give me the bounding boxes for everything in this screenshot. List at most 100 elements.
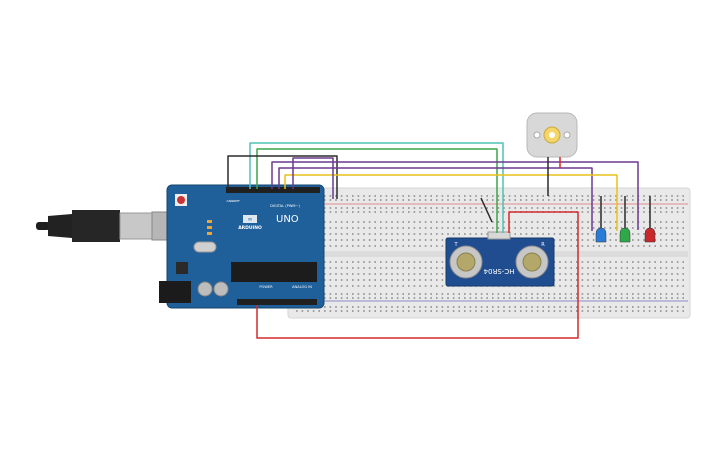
breadboard-hole[interactable] [508, 310, 511, 312]
breadboard-hole[interactable] [436, 245, 438, 247]
breadboard-hole[interactable] [385, 273, 388, 275]
breadboard-hole[interactable] [368, 207, 371, 209]
breadboard-hole[interactable] [447, 297, 449, 299]
breadboard-hole[interactable] [665, 227, 668, 229]
breadboard-hole[interactable] [654, 279, 656, 281]
breadboard-hole[interactable] [632, 285, 634, 287]
breadboard-hole[interactable] [564, 293, 567, 295]
breadboard-hole[interactable] [396, 261, 399, 263]
breadboard-hole[interactable] [436, 267, 438, 269]
breadboard-hole[interactable] [424, 285, 427, 287]
breadboard-hole[interactable] [368, 273, 371, 275]
breadboard-hole[interactable] [475, 310, 477, 312]
breadboard-hole[interactable] [335, 199, 337, 201]
breadboard-hole[interactable] [430, 227, 432, 229]
breadboard-hole[interactable] [665, 211, 668, 213]
breadboard-hole[interactable] [363, 285, 365, 287]
breadboard-hole[interactable] [424, 233, 427, 235]
breadboard-hole[interactable] [559, 239, 561, 241]
breadboard-hole[interactable] [609, 245, 612, 247]
breadboard-hole[interactable] [324, 207, 326, 209]
breadboard-hole[interactable] [609, 233, 612, 235]
breadboard-hole[interactable] [525, 297, 528, 299]
breadboard-hole[interactable] [329, 199, 332, 201]
breadboard-hole[interactable] [335, 211, 337, 213]
breadboard-hole[interactable] [424, 211, 427, 213]
breadboard-hole[interactable] [587, 195, 589, 197]
breadboard-hole[interactable] [413, 221, 416, 223]
breadboard-hole[interactable] [469, 227, 472, 229]
breadboard-hole[interactable] [368, 245, 371, 247]
breadboard-hole[interactable] [458, 306, 460, 308]
breadboard-hole[interactable] [419, 285, 421, 287]
breadboard-hole[interactable] [665, 239, 668, 241]
breadboard-hole[interactable] [570, 199, 572, 201]
breadboard-hole[interactable] [637, 245, 640, 247]
breadboard-hole[interactable] [497, 306, 500, 308]
breadboard-hole[interactable] [329, 267, 332, 269]
breadboard-hole[interactable] [559, 199, 561, 201]
breadboard-hole[interactable] [520, 199, 522, 201]
breadboard-hole[interactable] [452, 221, 455, 223]
breadboard-hole[interactable] [503, 310, 505, 312]
breadboard-hole[interactable] [660, 293, 662, 295]
breadboard-hole[interactable] [536, 293, 539, 295]
breadboard-hole[interactable] [374, 211, 376, 213]
breadboard-hole[interactable] [447, 293, 449, 295]
breadboard-hole[interactable] [396, 310, 399, 312]
breadboard-hole[interactable] [380, 199, 382, 201]
breadboard-hole[interactable] [609, 297, 612, 299]
breadboard-hole[interactable] [396, 233, 399, 235]
breadboard-hole[interactable] [548, 233, 550, 235]
breadboard-hole[interactable] [564, 221, 567, 223]
breadboard-hole[interactable] [676, 261, 679, 263]
breadboard-hole[interactable] [671, 207, 673, 209]
breadboard-hole[interactable] [609, 267, 612, 269]
breadboard-hole[interactable] [643, 267, 645, 269]
breadboard-hole[interactable] [346, 273, 348, 275]
breadboard-hole[interactable] [408, 293, 410, 295]
breadboard-hole[interactable] [676, 297, 679, 299]
breadboard-hole[interactable] [548, 195, 550, 197]
breadboard-hole[interactable] [368, 279, 371, 281]
breadboard-hole[interactable] [615, 306, 617, 308]
breadboard-hole[interactable] [520, 221, 522, 223]
breadboard-hole[interactable] [346, 207, 348, 209]
breadboard-hole[interactable] [615, 233, 617, 235]
breadboard-hole[interactable] [374, 195, 376, 197]
breadboard-hole[interactable] [576, 273, 578, 275]
breadboard-hole[interactable] [620, 261, 623, 263]
breadboard-hole[interactable] [637, 306, 640, 308]
breadboard-hole[interactable] [682, 233, 684, 235]
breadboard-hole[interactable] [368, 310, 371, 312]
breadboard-hole[interactable] [458, 310, 460, 312]
breadboard-hole[interactable] [357, 195, 360, 197]
breadboard-hole[interactable] [396, 221, 399, 223]
breadboard-hole[interactable] [525, 207, 528, 209]
breadboard-hole[interactable] [346, 297, 348, 299]
breadboard-hole[interactable] [620, 227, 623, 229]
breadboard-hole[interactable] [609, 199, 612, 201]
breadboard-hole[interactable] [620, 306, 623, 308]
breadboard-hole[interactable] [402, 227, 404, 229]
breadboard-hole[interactable] [441, 285, 444, 287]
breadboard-hole[interactable] [660, 273, 662, 275]
breadboard-hole[interactable] [531, 297, 533, 299]
breadboard-hole[interactable] [408, 207, 410, 209]
breadboard-hole[interactable] [340, 279, 343, 281]
breadboard-hole[interactable] [615, 245, 617, 247]
breadboard-hole[interactable] [620, 297, 623, 299]
breadboard-hole[interactable] [637, 239, 640, 241]
breadboard-hole[interactable] [419, 245, 421, 247]
breadboard-hole[interactable] [469, 293, 472, 295]
breadboard-hole[interactable] [441, 261, 444, 263]
breadboard-hole[interactable] [548, 310, 550, 312]
breadboard-hole[interactable] [464, 310, 466, 312]
breadboard-hole[interactable] [357, 221, 360, 223]
breadboard-hole[interactable] [469, 207, 472, 209]
breadboard-hole[interactable] [385, 239, 388, 241]
breadboard-hole[interactable] [615, 211, 617, 213]
breadboard-hole[interactable] [598, 199, 600, 201]
breadboard-hole[interactable] [514, 221, 516, 223]
breadboard-hole[interactable] [335, 221, 337, 223]
